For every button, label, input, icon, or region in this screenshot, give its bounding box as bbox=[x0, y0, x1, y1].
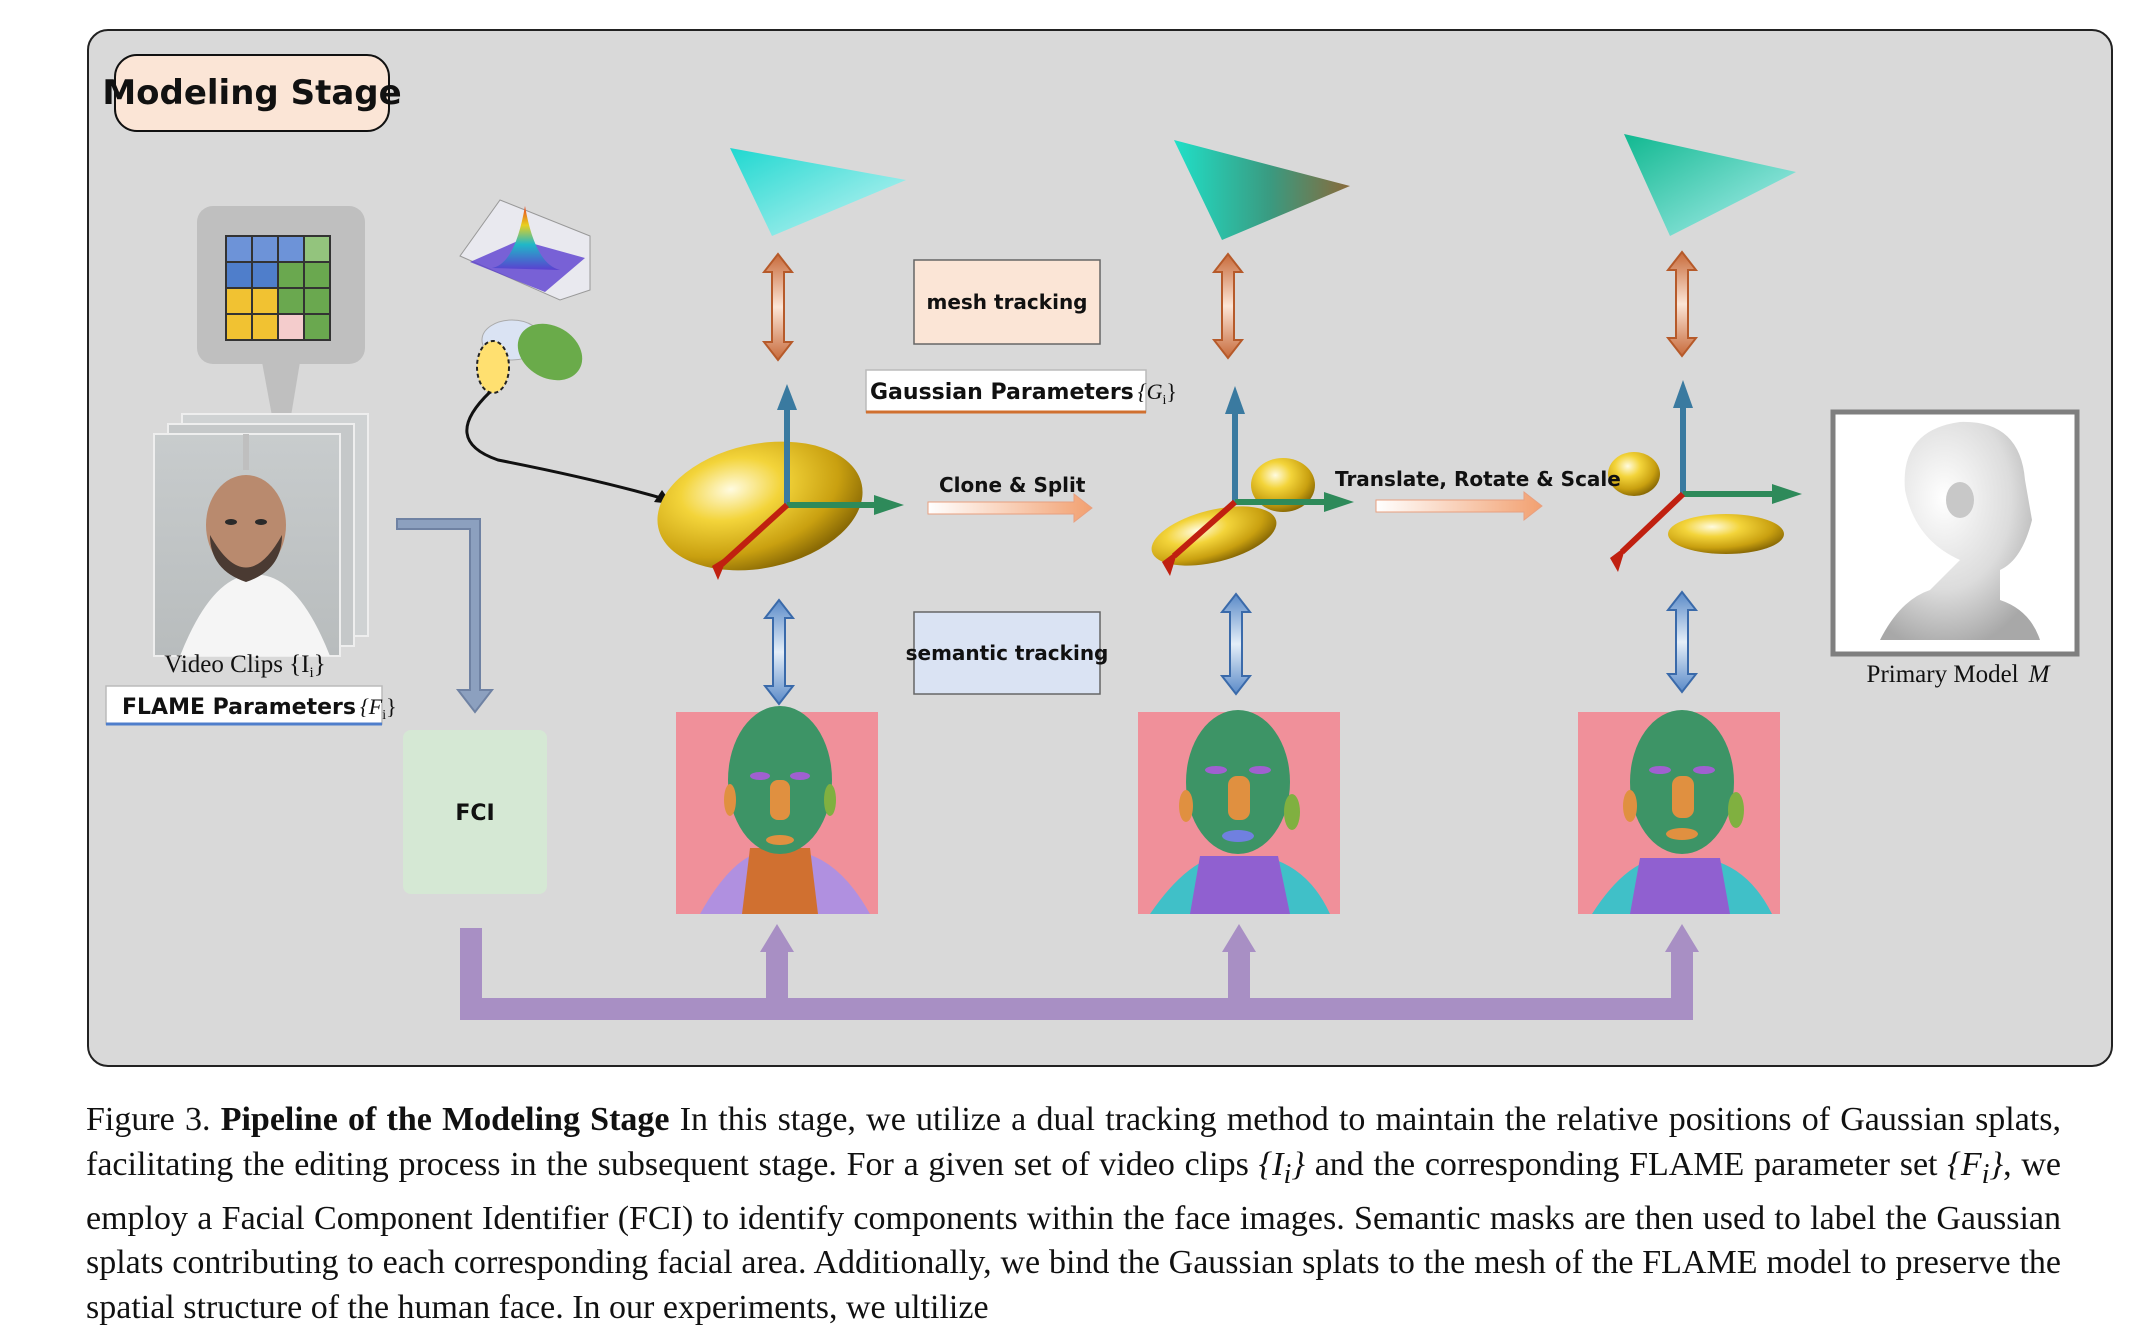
feature-grid-callout bbox=[197, 206, 365, 470]
caption-text-2: and the corresponding FLAME parameter se… bbox=[1314, 1145, 1938, 1183]
camera-2-icon bbox=[1174, 140, 1350, 240]
video-clips-label: Video Clips {Ii} bbox=[164, 651, 325, 681]
caption-math-2: {Fi} bbox=[1947, 1145, 2004, 1190]
semantic-tracking-box: semantic tracking bbox=[906, 611, 1109, 695]
gaussian-parameters-box: Gaussian Parameters{Gi} bbox=[865, 369, 1177, 414]
fci-box: FCI bbox=[403, 730, 547, 894]
mesh-tracking-box: mesh tracking bbox=[913, 259, 1101, 345]
semantic-tracking-label: semantic tracking bbox=[906, 641, 1109, 665]
caption-text-3: , we employ a Facial Component Identifie… bbox=[86, 1145, 2062, 1326]
primary-model-frame bbox=[1830, 409, 2080, 657]
camera-1-icon bbox=[730, 148, 906, 236]
modeling-stage-panel bbox=[87, 29, 2113, 1067]
semantic-mask-1 bbox=[676, 706, 878, 914]
curved-arrow bbox=[465, 390, 669, 502]
flame-parameters-box: FLAME Parameters{Fi} bbox=[105, 685, 397, 726]
caption-math-1: {Ii} bbox=[1258, 1145, 1305, 1190]
caption-figure-number: Figure 3. bbox=[86, 1101, 211, 1138]
clone-split-arrow bbox=[927, 492, 1093, 524]
gaussian-splat-1 bbox=[657, 384, 904, 580]
camera-3-icon bbox=[1624, 134, 1796, 236]
trs-arrow bbox=[1375, 490, 1543, 522]
caption-title: Pipeline of the Modeling Stage bbox=[220, 1101, 670, 1138]
stage-title-box: Modeling Stage bbox=[102, 54, 402, 132]
caption-text-1: In this stage, we utilize a dual trackin… bbox=[86, 1101, 2062, 1183]
clone-split-label: Clone & Split bbox=[939, 473, 1086, 497]
svg-text:FLAME Parameters{Fi}: FLAME Parameters{Fi} bbox=[122, 694, 397, 723]
mesh-tracking-label: mesh tracking bbox=[927, 290, 1088, 314]
semantic-mask-2 bbox=[1138, 710, 1340, 914]
fci-label: FCI bbox=[455, 801, 494, 826]
gaussian-bump-plot bbox=[459, 199, 591, 394]
stage-title: Modeling Stage bbox=[102, 73, 401, 113]
semantic-mask-3 bbox=[1578, 710, 1780, 914]
svg-text:Gaussian Parameters{Gi}: Gaussian Parameters{Gi} bbox=[870, 379, 1177, 408]
video-clips-stack bbox=[153, 413, 369, 657]
semantic-tracking-arrows bbox=[762, 590, 1699, 706]
trs-label: Translate, Rotate & Scale bbox=[1335, 467, 1621, 491]
gaussian-splat-3 bbox=[1608, 380, 1802, 572]
figure-caption: Figure 3. Pipeline of the Modeling Stage… bbox=[86, 1098, 2061, 1330]
feature-grid-icon bbox=[225, 235, 331, 341]
mesh-tracking-arrows bbox=[761, 250, 1699, 362]
gaussian-splat-2 bbox=[1151, 386, 1354, 576]
video-to-fci-arrow bbox=[396, 518, 495, 714]
semantic-mask-bus bbox=[460, 924, 1699, 1020]
person-photo bbox=[180, 434, 330, 656]
pipeline-figure: Modeling Stage bbox=[87, 29, 2113, 1067]
